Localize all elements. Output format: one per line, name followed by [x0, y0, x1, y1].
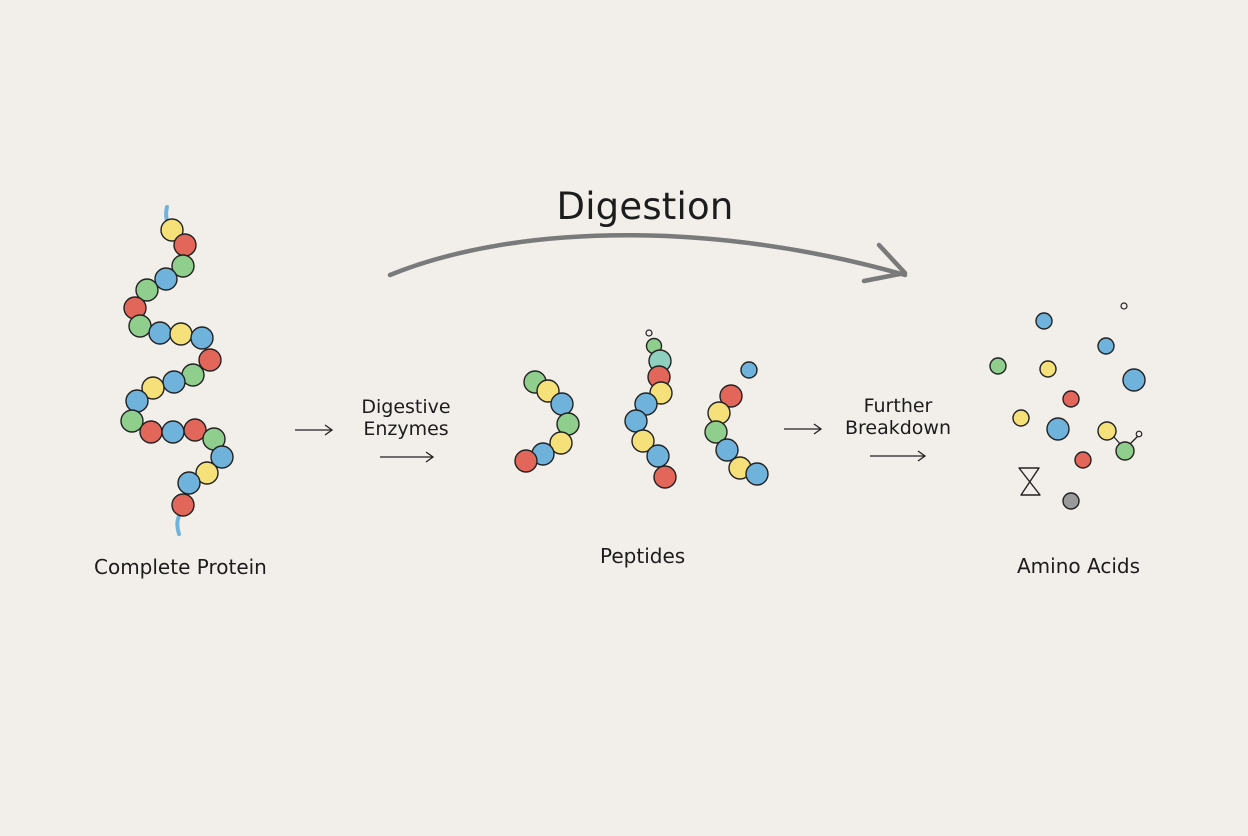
protein-bead: [210, 445, 234, 469]
protein-bead: [120, 409, 144, 433]
diagram-title: Digestion: [556, 185, 734, 228]
peptide-small-bead: [645, 329, 653, 337]
amino-acid-bead: [1039, 360, 1057, 378]
protein-bead: [195, 461, 219, 485]
amino-acid-bead: [1062, 390, 1080, 408]
protein-bead: [141, 376, 165, 400]
amino-acid-bead: [1097, 337, 1115, 355]
peptide-bead: [740, 361, 758, 379]
peptide-fragments: [514, 329, 769, 489]
protein-bead: [171, 493, 195, 517]
arrow-to-enzymes: [295, 424, 334, 436]
arrow-breakdown-underline-head: [917, 450, 927, 462]
protein-bead: [183, 418, 207, 442]
peptide-bead: [624, 409, 648, 433]
amino-acid-bead: [1122, 368, 1146, 392]
peptide-bead: [549, 431, 573, 455]
peptide-bead: [715, 438, 739, 462]
step-digestive-enzymes: Digestive Enzymes: [346, 396, 466, 441]
protein-bead: [139, 420, 163, 444]
protein-bead: [148, 321, 172, 345]
amino-acid-bead: [989, 357, 1007, 375]
amino-acid-bead: [1115, 441, 1135, 461]
step-enzymes-line1: Digestive: [361, 396, 451, 418]
arrow-breakdown-underline: [870, 450, 927, 462]
peptide-bead: [646, 444, 670, 468]
amino-acid-bead: [1062, 492, 1080, 510]
arrow-to-breakdown-head: [813, 423, 823, 435]
amino-acid-cluster: [989, 302, 1146, 510]
peptide-bead: [704, 420, 728, 444]
protein-bead: [173, 233, 197, 257]
protein-bead: [162, 370, 186, 394]
curve-arrow-shaft: [387, 233, 908, 278]
protein-bead: [135, 278, 159, 302]
peptide-bead: [514, 449, 538, 473]
protein-chain: [120, 205, 234, 536]
peptide-bead: [550, 392, 574, 416]
protein-bead: [198, 348, 222, 372]
digestion-curve-arrow: [387, 233, 908, 284]
arrow-enzymes-underline-head: [425, 451, 435, 463]
arrow-to-enzymes-head: [324, 424, 334, 436]
peptide-bead: [653, 465, 677, 489]
step-breakdown-line1: Further: [863, 395, 933, 417]
amino-small-bead: [1120, 302, 1128, 310]
protein-bead: [154, 267, 178, 291]
curve-arrow-head: [861, 242, 908, 284]
protein-bead: [171, 254, 195, 278]
protein-bead: [161, 420, 185, 444]
step-enzymes-line2: Enzymes: [363, 417, 449, 440]
label-complete-protein: Complete Protein: [94, 555, 267, 579]
protein-bead: [177, 471, 201, 495]
step-arrows: [295, 423, 927, 463]
peptide-bead: [631, 429, 655, 453]
amino-acid-bead: [1035, 312, 1053, 330]
arrow-enzymes-underline: [380, 451, 435, 463]
protein-bead: [125, 389, 149, 413]
protein-bead: [160, 218, 184, 242]
step-breakdown-line2: Breakdown: [844, 416, 952, 439]
step-further-breakdown: Further Breakdown: [836, 395, 960, 440]
protein-bead: [169, 322, 193, 346]
peptide-bead: [745, 462, 769, 486]
amino-acid-bead: [1097, 421, 1117, 441]
amino-acid-bead: [1074, 451, 1092, 469]
amino-small-bead: [1135, 430, 1143, 438]
amino-acid-bead: [1046, 417, 1070, 441]
protein-bead: [128, 314, 152, 338]
label-amino-acids: Amino Acids: [1017, 554, 1140, 578]
arrow-to-breakdown: [784, 423, 823, 435]
protein-bead: [190, 326, 214, 350]
hourglass-icon: [1018, 467, 1041, 496]
amino-acid-bead: [1012, 409, 1030, 427]
peptide-bead: [719, 384, 743, 408]
label-peptides: Peptides: [600, 544, 686, 568]
